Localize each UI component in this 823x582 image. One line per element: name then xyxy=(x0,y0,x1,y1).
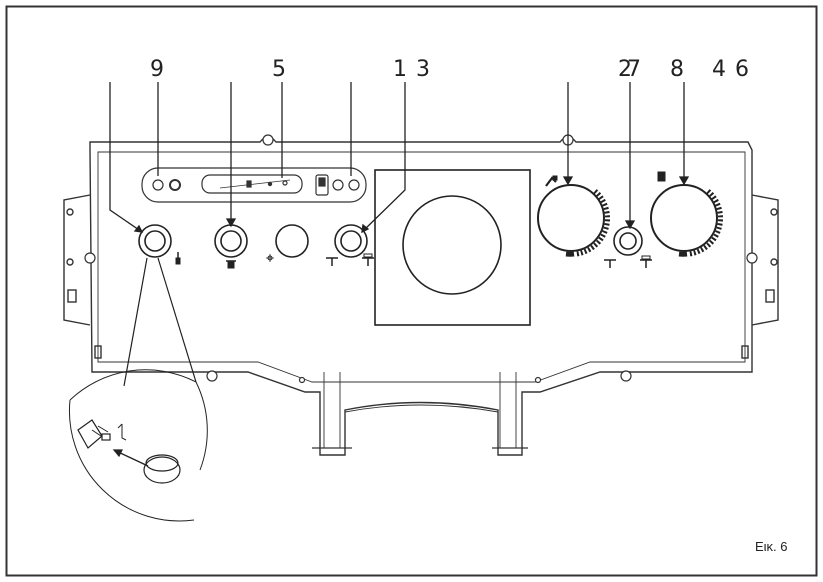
pin-left xyxy=(298,376,306,384)
inset-hand-icon xyxy=(117,423,127,441)
button-light xyxy=(275,224,309,258)
dhw-temperature-dial xyxy=(537,184,610,257)
indicator-lamp-right xyxy=(332,179,344,191)
radiator-icon xyxy=(657,171,666,182)
mode-switch xyxy=(315,174,329,196)
figure-frame xyxy=(5,5,818,577)
callout-46: 4 6 xyxy=(712,57,750,82)
central-display xyxy=(374,169,531,326)
screw-bottom-left xyxy=(206,370,218,382)
screw-right xyxy=(746,252,758,264)
tap-minus-icon xyxy=(326,257,338,266)
callout-8: 8 xyxy=(670,57,685,82)
panel-symbols xyxy=(175,171,666,269)
indicator-lamp-left xyxy=(152,179,164,191)
pin-right xyxy=(534,376,542,384)
button-summer-winter xyxy=(334,224,368,258)
callout-13: 1 3 xyxy=(393,57,431,82)
button-manual xyxy=(138,224,172,258)
screw-left xyxy=(84,252,96,264)
detail-inset xyxy=(68,257,208,522)
indicator-lamp-far-right xyxy=(348,179,360,191)
knob-cap-icon xyxy=(143,454,181,484)
callout-2: 2 xyxy=(618,57,633,82)
knob-shaft-icon xyxy=(77,419,111,449)
leader-lines xyxy=(109,82,690,234)
callout-7: 7 xyxy=(627,57,642,82)
bin-icon xyxy=(226,260,236,269)
heating-temperature-dial xyxy=(650,184,723,257)
button-delete xyxy=(214,224,248,258)
status-display xyxy=(201,174,303,194)
tap-plus-icon xyxy=(362,253,374,266)
display-strip xyxy=(141,167,367,203)
callout-5: 5 xyxy=(272,57,287,82)
reset-icon xyxy=(169,179,181,191)
tap-icon xyxy=(545,175,558,187)
screw-bottom-right xyxy=(620,370,632,382)
button-comfort xyxy=(613,226,643,256)
callout-9: 9 xyxy=(150,57,165,82)
radiator-plus-icon xyxy=(640,255,652,268)
hand-icon xyxy=(175,252,181,265)
figure-label: Εικ. 6 xyxy=(755,539,788,554)
sun-icon xyxy=(266,254,274,262)
screw-top-left xyxy=(262,134,274,146)
radiator-minus-icon xyxy=(604,259,616,268)
